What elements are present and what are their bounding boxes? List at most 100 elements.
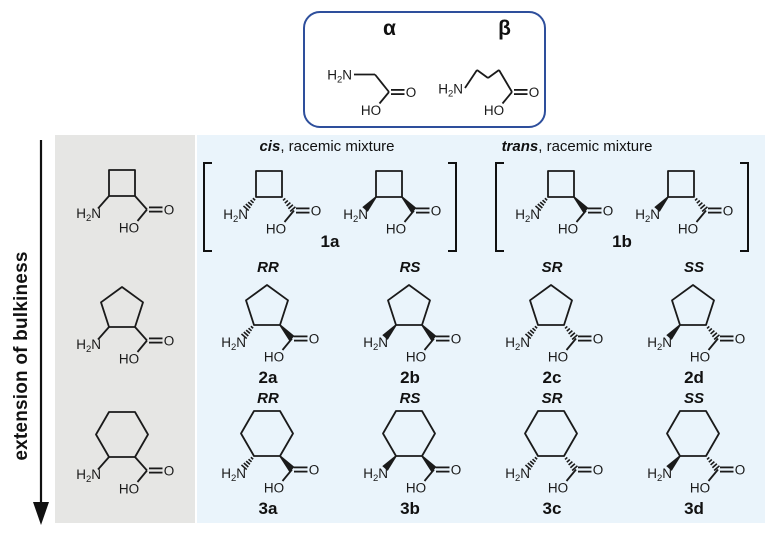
bracket-right xyxy=(740,162,749,252)
compound-label-3d: 3d xyxy=(684,499,704,518)
svg-text:HO: HO xyxy=(558,222,578,237)
svg-text:H2N: H2N xyxy=(327,68,352,86)
beta-label: β xyxy=(498,17,511,40)
svg-text:HO: HO xyxy=(264,350,284,365)
trans-header: trans, racemic mixture xyxy=(452,138,702,155)
stereo-label: SS xyxy=(683,259,704,276)
stereo-label: RR xyxy=(257,390,279,407)
compound-label-1b: 1b xyxy=(612,232,632,251)
svg-text:H2N: H2N xyxy=(635,207,660,225)
molecule-1a-enantiomer-2: O HO H2N xyxy=(343,170,442,237)
trans-header-italic: trans xyxy=(501,138,539,155)
alpha-label: α xyxy=(383,17,396,40)
reference-panel: O HO H2N O HO H2N O HO H2N xyxy=(55,135,195,523)
svg-text:O: O xyxy=(309,462,320,477)
svg-text:H2N: H2N xyxy=(647,466,672,484)
svg-text:HO: HO xyxy=(548,481,568,496)
svg-text:H2N: H2N xyxy=(505,335,530,353)
svg-text:H2N: H2N xyxy=(221,466,246,484)
stereo-label: RS xyxy=(399,259,421,276)
svg-text:H2N: H2N xyxy=(438,82,463,100)
svg-text:O: O xyxy=(311,203,322,218)
svg-text:HO: HO xyxy=(406,350,426,365)
svg-text:HO: HO xyxy=(548,350,568,365)
stereo-label: SR xyxy=(541,390,563,407)
svg-text:O: O xyxy=(431,203,442,218)
svg-text:O: O xyxy=(735,462,746,477)
svg-text:H2N: H2N xyxy=(76,337,101,355)
racemate-group-1b: O HO H2N O HO H2N 1b xyxy=(495,160,749,256)
molecule-1b-enantiomer-2: O HO H2N xyxy=(635,170,734,237)
svg-text:O: O xyxy=(451,331,462,346)
svg-text:HO: HO xyxy=(690,481,710,496)
svg-text:HO: HO xyxy=(690,350,710,365)
molecule-3a: O HO H2N xyxy=(221,410,320,496)
svg-text:H2N: H2N xyxy=(221,335,246,353)
trans-header-rest: , racemic mixture xyxy=(538,138,653,155)
compound-label-2b: 2b xyxy=(400,368,420,387)
svg-text:O: O xyxy=(309,331,320,346)
stereo-label: RR xyxy=(257,259,279,276)
compound-label-1a: 1a xyxy=(320,232,340,251)
svg-text:HO: HO xyxy=(386,222,406,237)
svg-text:O: O xyxy=(593,462,604,477)
down-arrow-icon xyxy=(33,140,49,525)
reference-cyclopentane-molecule: O HO H2N xyxy=(76,286,175,367)
cis-header-rest: , racemic mixture xyxy=(280,138,395,155)
compound-label-3a: 3a xyxy=(258,499,278,518)
molecule-2b: O HO H2N xyxy=(363,284,462,365)
svg-text:H2N: H2N xyxy=(76,206,101,224)
svg-text:HO: HO xyxy=(484,103,504,118)
svg-text:HO: HO xyxy=(361,103,381,118)
stereo-label: SR xyxy=(541,259,563,276)
alpha-column: α O HO H2N xyxy=(312,16,427,126)
svg-text:O: O xyxy=(529,85,540,100)
cis-header: cis, racemic mixture xyxy=(197,138,457,155)
racemate-group-1a: O HO H2N O HO H2N 1a xyxy=(203,160,457,256)
stereo-label: SS xyxy=(683,390,704,407)
svg-text:HO: HO xyxy=(119,352,139,367)
bracket-left xyxy=(495,162,504,252)
svg-text:O: O xyxy=(723,203,734,218)
svg-text:H2N: H2N xyxy=(515,207,540,225)
cis-header-italic: cis xyxy=(259,138,281,155)
svg-text:O: O xyxy=(593,331,604,346)
svg-text:H2N: H2N xyxy=(223,207,248,225)
molecule-3d: O HO H2N xyxy=(647,410,746,496)
molecule-2a: O HO H2N xyxy=(221,284,320,365)
svg-text:HO: HO xyxy=(264,481,284,496)
svg-text:O: O xyxy=(164,202,175,217)
svg-text:H2N: H2N xyxy=(647,335,672,353)
svg-text:HO: HO xyxy=(266,222,286,237)
svg-text:O: O xyxy=(164,333,175,348)
beta-molecule: O HO H2N xyxy=(438,69,540,118)
amino-acid-key-box: α O HO H2N β O HO H2N xyxy=(303,11,546,128)
svg-text:H2N: H2N xyxy=(363,335,388,353)
molecule-2c: O HO H2N xyxy=(505,284,604,365)
svg-text:O: O xyxy=(406,85,417,100)
isomer-grid-panel: cis, racemic mixture trans, racemic mixt… xyxy=(197,135,765,523)
svg-text:HO: HO xyxy=(119,221,139,236)
svg-text:H2N: H2N xyxy=(76,467,101,485)
svg-text:HO: HO xyxy=(678,222,698,237)
compound-label-2d: 2d xyxy=(684,368,704,387)
compound-label-3c: 3c xyxy=(542,499,562,518)
bracket-left xyxy=(203,162,212,252)
svg-text:H2N: H2N xyxy=(343,207,368,225)
svg-text:HO: HO xyxy=(119,482,139,497)
molecule-1a-enantiomer-1: O HO H2N xyxy=(223,170,322,237)
svg-text:HO: HO xyxy=(406,481,426,496)
